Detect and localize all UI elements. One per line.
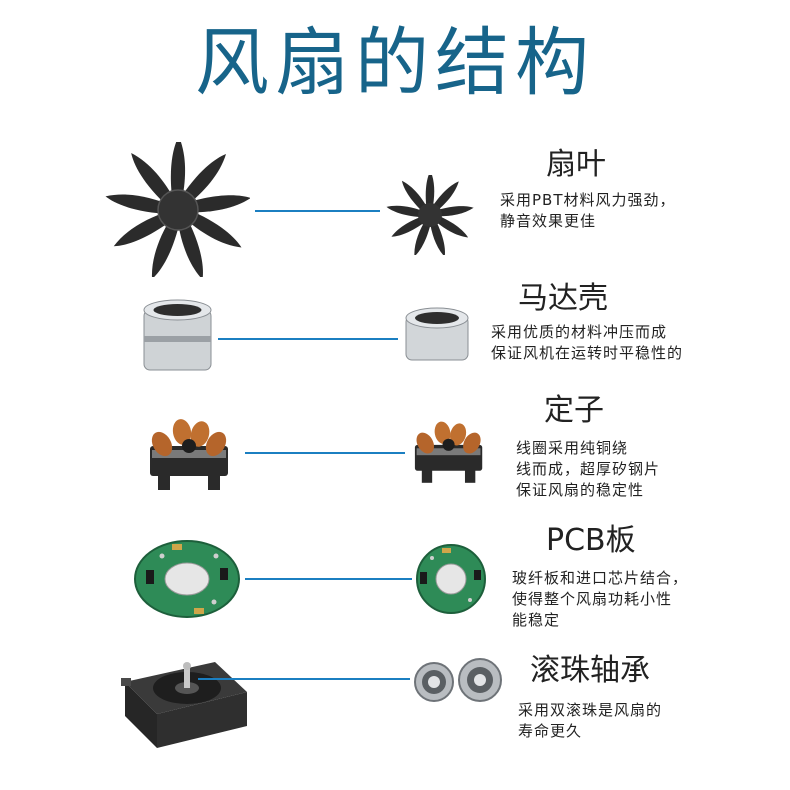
component-row-bearing: 滚珠轴承 采用双滚珠是风扇的 寿命更久 [0,648,790,790]
fan-frame-icon [115,652,255,752]
component-description: 采用PBT材料风力强劲， 静音效果更佳 [500,191,676,230]
component-label: 马达壳 [518,281,608,316]
component-row-pcb: PCB板 玻纤板和进口芯片结合， 使得整个风扇功耗小性 能稳定 [0,520,790,650]
pcb-board-icon [132,538,242,620]
component-label: 定子 [544,393,604,428]
page-title: 风扇的结构 [195,20,595,106]
connector-line [245,452,405,454]
component-row-motor-shell: 马达壳 采用优质的材料冲压而成 保证风机在运转时平稳性的 [0,280,790,390]
component-row-stator: 定子 线圈采用纯铜绕 线而成，超厚矽钢片 保证风扇的稳定性 [0,392,790,517]
fan-blade-icon [100,142,250,277]
stator-icon [142,412,237,492]
ball-bearing-icon [410,656,505,704]
component-label: 扇叶 [546,147,606,182]
component-label: PCB板 [546,523,636,558]
connector-line [245,578,412,580]
component-row-fan-blade: 扇叶 采用PBT材料风力强劲， 静音效果更佳 [0,140,790,280]
component-description: 采用优质的材料冲压而成 保证风机在运转时平稳性的 [491,323,684,362]
stator-small-icon [408,414,490,486]
connector-line [255,210,380,212]
fan-blade-small-icon [382,175,477,255]
component-description: 玻纤板和进口芯片结合， 使得整个风扇功耗小性 能稳定 [512,569,689,629]
component-description: 线圈采用纯铜绕 线而成，超厚矽钢片 保证风扇的稳定性 [516,439,661,499]
motor-shell-small-icon [402,306,472,368]
pcb-board-small-icon [412,542,490,616]
component-description: 采用双滚珠是风扇的 寿命更久 [518,701,663,740]
motor-shell-icon [140,298,215,378]
connector-line [218,338,398,340]
component-label: 滚珠轴承 [530,653,650,688]
connector-line [198,678,410,680]
